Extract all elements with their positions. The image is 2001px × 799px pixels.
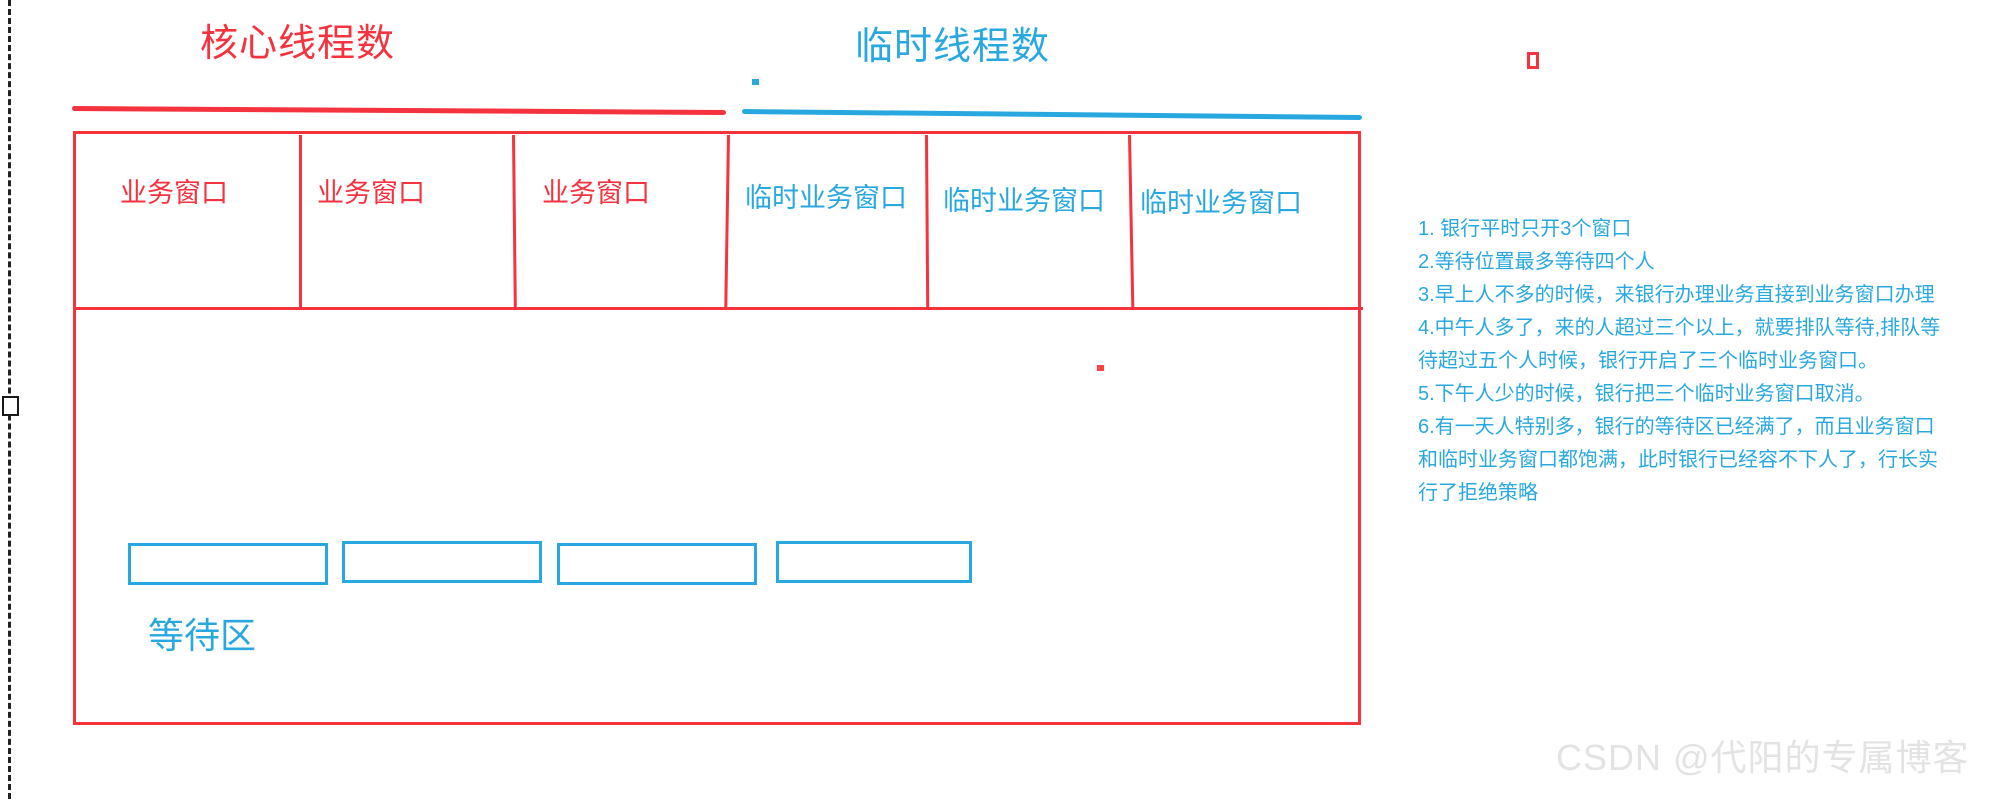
window-row-divider (73, 307, 1363, 310)
red-dot-mark (1097, 365, 1104, 371)
core-thread-underline (71, 106, 727, 115)
waiting-area-label: 等待区 (148, 615, 257, 656)
missing-glyph-box-icon (1527, 52, 1539, 69)
heading-temp-thread-count: 临时线程数 (855, 26, 1051, 68)
temp-service-window-label: 临时业务窗口 (943, 186, 1105, 216)
waiting-seat (776, 541, 972, 583)
csdn-watermark: CSDN @代阳的专属博客 (1556, 737, 1970, 778)
service-window-label: 业务窗口 (542, 178, 650, 208)
waiting-seat (128, 543, 328, 585)
heading-core-thread-count: 核心线程数 (200, 23, 396, 65)
window-cell-divider (299, 135, 302, 310)
temp-thread-underline (741, 109, 1363, 120)
bank-hall-frame (73, 131, 1361, 725)
waiting-seat (342, 541, 542, 583)
notes-list: 1. 银行平时只开3个窗口 2.等待位置最多等待四个人 3.早上人不多的时候，来… (1418, 213, 1948, 510)
service-window-label: 业务窗口 (120, 178, 228, 208)
page-edge-resize-handle[interactable] (2, 396, 19, 416)
service-window-label: 业务窗口 (317, 178, 425, 208)
waiting-seat (557, 543, 757, 585)
note-item: 3.早上人不多的时候，来银行办理业务直接到业务窗口办理 (1418, 284, 1935, 306)
temp-service-window-label: 临时业务窗口 (1140, 188, 1302, 218)
note-item: 4.中午人多了，来的人超过三个以上，就要排队等待,排队等待超过五个人时候，银行开… (1418, 317, 1941, 372)
note-item: 5.下午人少的时候，银行把三个临时业务窗口取消。 (1418, 383, 1875, 405)
temp-service-window-label: 临时业务窗口 (745, 183, 907, 213)
note-item: 6.有一天人特别多，银行的等待区已经满了，而且业务窗口和临时业务窗口都饱满，此时… (1418, 416, 1938, 504)
note-item: 1. 银行平时只开3个窗口 (1418, 218, 1632, 240)
note-item: 2.等待位置最多等待四个人 (1418, 251, 1655, 273)
blue-dot-mark (752, 79, 759, 85)
